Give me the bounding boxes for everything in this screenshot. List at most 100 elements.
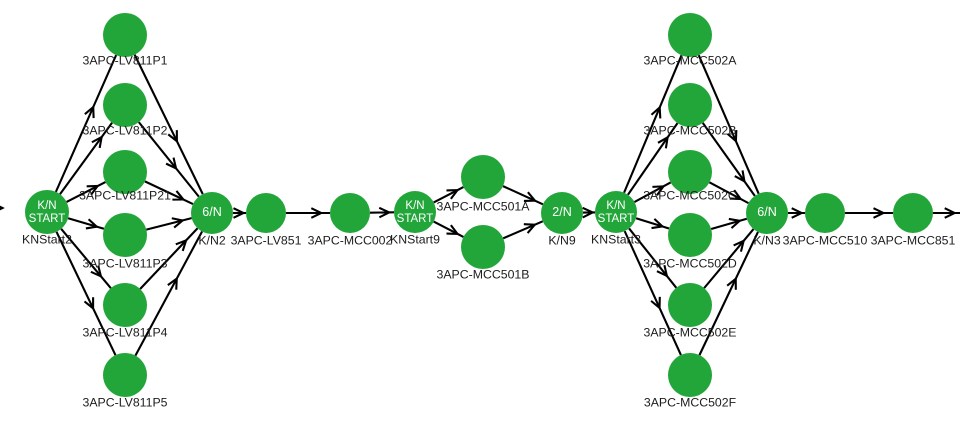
arrow-head-icon — [378, 206, 392, 219]
graph-node[interactable] — [103, 83, 147, 127]
node-caption: KNStart9 — [390, 232, 440, 246]
node-circle[interactable] — [746, 192, 788, 234]
edge — [635, 217, 670, 230]
node-circle[interactable] — [330, 193, 370, 233]
edge — [0, 205, 5, 211]
edge — [623, 54, 683, 194]
edge — [627, 122, 679, 196]
node-circle[interactable] — [191, 192, 233, 234]
node-caption: 3APC-LV811P2 — [83, 123, 168, 137]
graph-node[interactable] — [668, 283, 712, 327]
graph-node[interactable] — [893, 193, 933, 233]
node-caption: 3APC-MCC502F — [644, 395, 737, 409]
node-circle[interactable] — [668, 13, 712, 57]
edge — [59, 122, 113, 195]
edge — [708, 181, 749, 205]
edge — [54, 54, 118, 193]
node-circle[interactable] — [246, 193, 286, 233]
graph-node[interactable] — [103, 283, 147, 327]
node-caption: 3APC-MCC502E — [644, 325, 737, 339]
node-circle[interactable] — [893, 193, 933, 233]
node-caption: 3APC-LV811P4 — [83, 325, 168, 339]
arrow-head-icon — [650, 296, 661, 311]
arrow-head-icon — [523, 191, 538, 202]
node-circle[interactable] — [103, 150, 147, 194]
arrow-head-icon — [650, 105, 662, 119]
edge — [233, 207, 246, 219]
edge-line — [701, 122, 756, 197]
node-circle[interactable] — [805, 193, 845, 233]
arrow-head-icon — [656, 264, 669, 278]
edge — [845, 207, 893, 219]
node-circle[interactable] — [668, 283, 712, 327]
graph-node[interactable] — [805, 193, 845, 233]
edge — [67, 217, 105, 230]
graph-node[interactable] — [103, 150, 147, 194]
edge — [628, 227, 678, 289]
graph-node[interactable]: 6/N — [746, 192, 788, 234]
node-circle[interactable] — [595, 191, 637, 233]
node-circle[interactable] — [25, 190, 69, 234]
edge — [788, 207, 805, 219]
node-circle[interactable] — [103, 213, 147, 257]
graph-node[interactable] — [668, 150, 712, 194]
node-circle[interactable] — [668, 83, 712, 127]
graph-node[interactable] — [461, 155, 505, 199]
graph-node[interactable]: 6/N — [191, 192, 233, 234]
graph-node[interactable] — [103, 213, 147, 257]
arrow-head-icon — [167, 130, 178, 144]
arrow-head-icon — [310, 207, 324, 219]
node-circle[interactable] — [461, 225, 505, 269]
graph-node[interactable] — [330, 193, 370, 233]
graph-node[interactable] — [461, 225, 505, 269]
edge — [502, 185, 544, 206]
edge — [139, 227, 199, 290]
node-caption: 3APC-LV811P5 — [83, 395, 168, 409]
arrow-head-icon — [657, 135, 669, 149]
node-circle[interactable] — [103, 13, 147, 57]
edge — [433, 186, 464, 204]
edge-line — [139, 227, 199, 290]
arrow-head-icon — [171, 217, 185, 229]
graph-node[interactable]: 2/N — [541, 192, 583, 234]
arrow-head-icon — [733, 239, 746, 252]
edges-layer — [0, 54, 960, 357]
edge — [286, 207, 330, 219]
graph-node[interactable] — [668, 13, 712, 57]
node-circle[interactable] — [668, 353, 712, 397]
edge — [134, 231, 203, 357]
edge — [66, 181, 106, 203]
node-circle[interactable] — [461, 155, 505, 199]
edge-line — [54, 54, 118, 193]
edge — [582, 206, 596, 219]
edge-line — [623, 230, 682, 356]
graph-node[interactable] — [246, 193, 286, 233]
node-circle[interactable] — [668, 213, 712, 257]
edge — [703, 228, 755, 289]
node-circle[interactable] — [103, 353, 147, 397]
arrow-head-icon — [84, 104, 95, 119]
node-circle[interactable] — [103, 283, 147, 327]
node-caption: 3APC-LV851 — [231, 233, 302, 247]
edge — [433, 220, 464, 238]
arrow-head-icon — [86, 184, 100, 196]
graph-node[interactable] — [103, 13, 147, 57]
node-circle[interactable] — [541, 192, 583, 234]
node-circle[interactable] — [394, 191, 436, 233]
node-circle[interactable] — [668, 150, 712, 194]
edge-line — [55, 231, 117, 356]
graph-node[interactable] — [668, 353, 712, 397]
node-caption: KNStart2 — [22, 232, 72, 246]
node-circle[interactable] — [103, 83, 147, 127]
edge — [369, 206, 395, 219]
edge — [60, 228, 112, 289]
graph-node[interactable] — [668, 83, 712, 127]
graph-node[interactable] — [668, 213, 712, 257]
edge — [933, 207, 960, 219]
graph-node[interactable] — [103, 353, 147, 397]
